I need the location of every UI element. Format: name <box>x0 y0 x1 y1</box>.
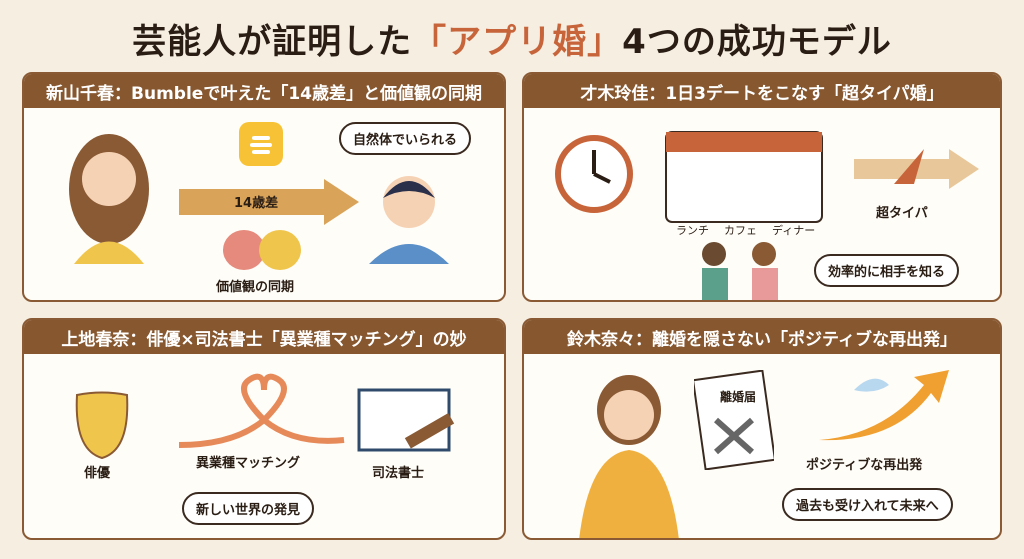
man-avatar-icon <box>369 176 449 264</box>
brain-puzzle-icon <box>223 230 301 270</box>
heart-arrow-icon <box>178 373 345 448</box>
speech-bubble: 効率的に相手を知る <box>814 254 960 287</box>
panel-uechi: 上地春奈：俳優×司法書士「異業種マッチング」の妙 俳優 異業種マッチング 司法書… <box>22 318 506 540</box>
age-gap-label: 14歳差 <box>234 196 279 211</box>
page-title: 芸能人が証明した「アプリ婚」4つの成功モデル <box>132 22 892 62</box>
woman-avatar-icon <box>579 375 679 538</box>
speech-bubble: 新しい世界の発見 <box>182 492 315 525</box>
panel-heading: 上地春奈：俳優×司法書士「異業種マッチング」の妙 <box>24 320 504 354</box>
panel-heading: 鈴木奈々：離婚を隠さない「ポジティブな再出発」 <box>524 320 1000 354</box>
panel-saiki: 才木玲佳：1日3デートをこなす「超タイパ婚」 ランチ カフェ ディナー 超タイパ… <box>522 72 1002 302</box>
winged-arrow-icon <box>819 370 949 441</box>
high-five-couple-icon <box>702 242 778 300</box>
calendar-item-lunch: ランチ <box>676 224 709 237</box>
theater-mask-icon <box>75 391 129 460</box>
speech-bubble: 過去も受け入れて未来へ <box>782 488 953 521</box>
actor-label: 俳優 <box>84 466 111 481</box>
speech-bubble: 自然体でいられる <box>339 122 472 155</box>
time-performance-label: 超タイパ <box>876 206 928 221</box>
calendar-item-dinner: ディナー <box>772 224 816 237</box>
calendar-icon <box>665 131 823 223</box>
rocket-arrow-icon <box>854 149 979 189</box>
positive-restart-label: ポジティブな再出発 <box>806 458 923 473</box>
panel-heading: 新山千春：Bumbleで叶えた「14歳差」と価値観の同期 <box>24 74 504 108</box>
values-sync-caption: 価値観の同期 <box>216 280 295 295</box>
panel-heading: 才木玲佳：1日3デートをこなす「超タイパ婚」 <box>524 74 1000 108</box>
panel-suzuki: 鈴木奈々：離婚を隠さない「ポジティブな再出発」 離婚届 ポジティブな再出発 過去… <box>522 318 1002 540</box>
woman-avatar-icon <box>69 134 149 264</box>
cross-industry-label: 異業種マッチング <box>196 456 301 471</box>
arrow-icon <box>179 179 359 225</box>
judicial-scrivener-label: 司法書士 <box>372 466 425 481</box>
bumble-app-icon <box>239 122 283 166</box>
law-book-gavel-icon <box>357 388 455 452</box>
divorce-document-icon <box>694 370 774 470</box>
panel-niiyama: 新山千春：Bumbleで叶えた「14歳差」と価値観の同期 14歳差 価値観の同期… <box>22 72 506 302</box>
clock-icon <box>555 135 633 213</box>
calendar-item-cafe: カフェ <box>724 224 757 237</box>
document-label: 離婚届 <box>720 390 757 404</box>
